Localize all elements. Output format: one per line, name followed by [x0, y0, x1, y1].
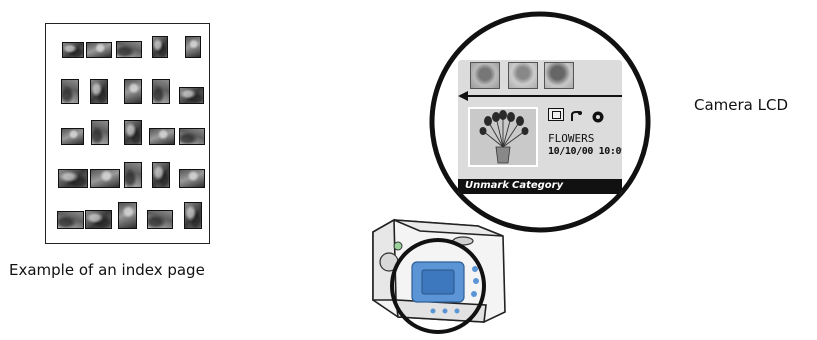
camera-lcd-screen: FLOWERS 10/10/00 10:09 PM Unmark Categor… — [458, 60, 622, 194]
photo-category-label: FLOWERS — [548, 132, 594, 145]
lcd-selected-photo — [468, 107, 538, 167]
camera-rear-button — [443, 309, 448, 314]
camera-lcd-display — [422, 270, 454, 294]
voice-memo-icon — [569, 108, 585, 121]
camera-rear-button — [455, 309, 460, 314]
camera-rear-button — [431, 309, 436, 314]
category-softkey[interactable]: Category — [512, 180, 563, 191]
camera-rear-button — [471, 291, 477, 297]
camera-indicator — [394, 242, 402, 250]
print-mark-icon — [548, 108, 564, 121]
camera-rear-button — [473, 278, 479, 284]
unmark-softkey[interactable]: Unmark — [465, 180, 509, 191]
camera-rear-button — [472, 266, 478, 272]
camera-lcd-caption: Camera LCD — [694, 96, 788, 114]
category-icon — [590, 108, 606, 121]
flower-bouquet-icon — [470, 109, 536, 165]
lcd-softkey-bar: Unmark Category — [458, 179, 622, 194]
photo-timestamp: 10/10/00 10:09 PM — [548, 146, 622, 157]
